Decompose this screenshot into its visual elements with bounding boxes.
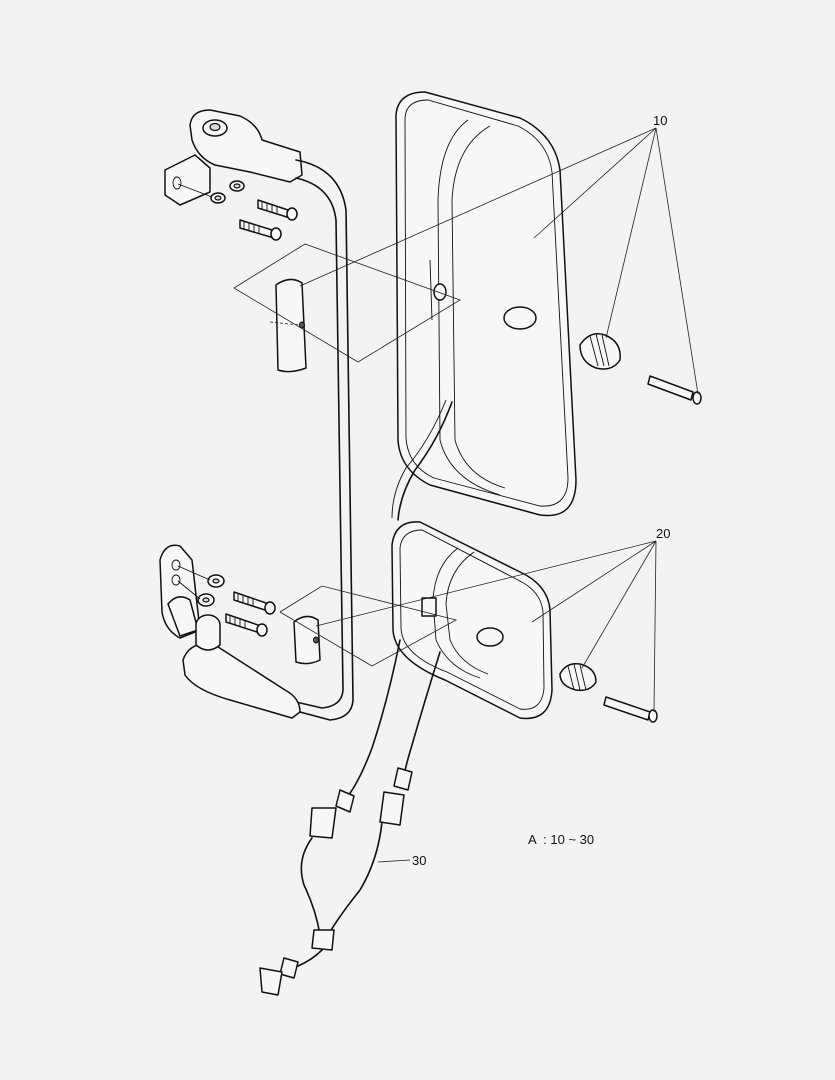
lower-bracket <box>159 544 301 719</box>
lower-washers <box>177 565 225 607</box>
upper-washers <box>177 180 245 204</box>
lower-knob-screw <box>559 662 658 723</box>
wiring-harness <box>259 639 441 996</box>
callout-10: 10 <box>653 113 667 128</box>
lower-mirror-cover-clip <box>293 615 321 665</box>
lower-bolts <box>225 591 276 637</box>
wire-upper-to-lower <box>391 399 453 521</box>
callout-20: 20 <box>656 526 670 541</box>
upper-bracket <box>164 109 303 206</box>
callout-10-leaders <box>299 127 699 395</box>
callout-30: 30 <box>412 853 426 868</box>
upper-mirror-cover-clip <box>269 278 307 373</box>
upper-mirror <box>395 91 577 517</box>
upper-bolts <box>239 199 298 241</box>
callout-20-leaders <box>315 540 657 713</box>
assembly-note: A : 10 ~ 30 <box>528 832 594 847</box>
upper-reference-outline <box>233 243 461 363</box>
frame-tube <box>295 159 354 721</box>
lower-reference-outline <box>279 585 458 667</box>
upper-knob-screw <box>579 333 702 405</box>
lower-mirror <box>391 521 553 720</box>
callout-30-leader <box>377 859 411 863</box>
